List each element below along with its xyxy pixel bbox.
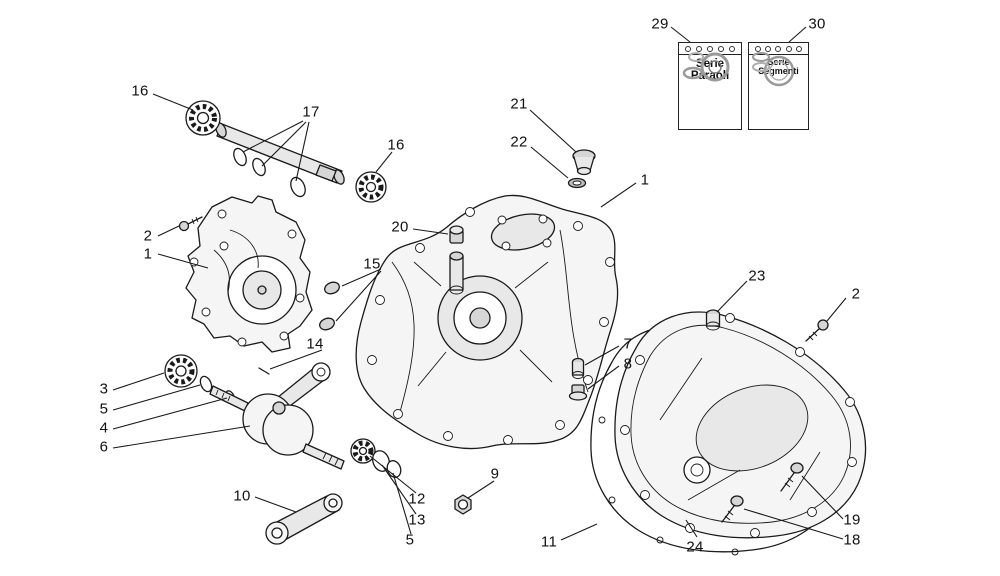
kit-bag-perforation — [749, 43, 808, 55]
callout-29: 29 — [651, 15, 669, 33]
kit-bag-serie-segmenti: Serie Segmenti — [748, 42, 809, 130]
callout-23: 23 — [748, 267, 766, 285]
part-spacer-23 — [705, 309, 721, 331]
callout-19: 19 — [843, 511, 861, 529]
callout-12: 12 — [408, 490, 426, 508]
part-bushings-15 — [319, 281, 340, 331]
callout-2-right: 2 — [851, 285, 861, 303]
part-bolt-2-left — [178, 216, 203, 232]
part-screw-19 — [780, 462, 804, 492]
part-input-shaft-assembly — [215, 122, 345, 198]
callout-22: 22 — [510, 133, 528, 151]
part-bearing-16-lower — [355, 171, 387, 203]
kit-bag-serie-paraoli: Serie Paraoli — [678, 42, 742, 130]
kit-art-oil-seals — [682, 52, 730, 82]
callout-5-left: 5 — [99, 400, 109, 418]
part-left-crankcase-half — [185, 195, 313, 353]
part-flange-nut-8 — [568, 384, 588, 401]
callout-14: 14 — [306, 335, 324, 353]
part-stud-7 — [571, 357, 585, 379]
part-pin-14 — [258, 367, 270, 375]
callout-7: 7 — [623, 335, 633, 353]
kit-art-piston-rings — [752, 52, 795, 87]
callout-10: 10 — [233, 487, 251, 505]
part-screw-18 — [721, 495, 744, 523]
callout-16-lower: 16 — [387, 136, 405, 154]
callout-6: 6 — [99, 438, 109, 456]
callout-15: 15 — [363, 255, 381, 273]
callout-21: 21 — [510, 95, 528, 113]
callout-3: 3 — [99, 380, 109, 398]
part-plug-20 — [449, 225, 464, 244]
part-washers-12-13-5 — [350, 438, 402, 478]
part-bearing-16-upper — [185, 100, 221, 136]
part-oil-cap-21 — [572, 149, 596, 176]
callout-20: 20 — [391, 218, 409, 236]
part-main-crankcase — [355, 194, 619, 450]
callout-2-left: 2 — [143, 227, 153, 245]
callout-18: 18 — [843, 531, 861, 549]
part-seal-ring-22 — [567, 177, 587, 189]
part-bolt-2-right — [805, 319, 829, 342]
callout-24: 24 — [686, 538, 704, 556]
callout-30: 30 — [808, 15, 826, 33]
callout-17: 17 — [302, 103, 320, 121]
callout-1-right: 1 — [640, 171, 650, 189]
callout-1-left: 1 — [143, 245, 153, 263]
callout-4: 4 — [99, 419, 109, 437]
callout-9: 9 — [490, 465, 500, 483]
callout-16-upper: 16 — [131, 82, 149, 100]
callout-5-mid: 5 — [405, 531, 415, 549]
part-nut-9 — [454, 494, 472, 515]
callout-8: 8 — [623, 355, 633, 373]
part-crankshaft-assembly — [164, 354, 345, 470]
leader-lines — [112, 26, 847, 541]
part-lever-10 — [265, 493, 343, 545]
part-transmission-cover-24 — [614, 311, 867, 539]
callout-13: 13 — [408, 511, 426, 529]
callout-11: 11 — [540, 533, 558, 551]
